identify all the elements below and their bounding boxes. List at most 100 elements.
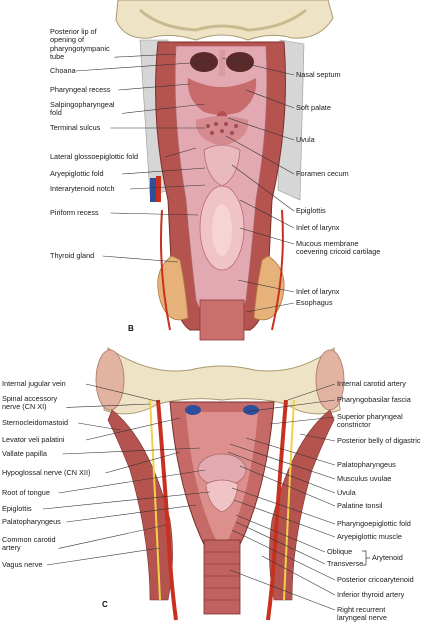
leader-line: [239, 227, 295, 245]
panel-b-label-left-6: Aryepiglottic fold: [50, 169, 104, 178]
panel-c-label-right-0: Internal carotid artery: [337, 379, 406, 388]
skull-base-bone: [115, 0, 334, 41]
panel-c-label-left-2: Sternocleidomastoid: [2, 418, 69, 427]
panel-c-label-left-3: Levator veli palatini: [2, 435, 65, 444]
leader-line: [243, 399, 336, 413]
leader-line: [62, 447, 201, 455]
leader-line: [122, 103, 206, 114]
leader-line: [239, 465, 336, 507]
skull-base-shadow: [138, 8, 307, 32]
leader-line: [287, 383, 336, 401]
leader-line: [42, 491, 211, 510]
leader-line: [114, 53, 177, 58]
esophagus-shape: [199, 299, 245, 341]
leader-line: [227, 117, 295, 141]
panel-c-label-right-9: Aryepiglottic muscle: [337, 532, 402, 541]
panel-b-label-left-9: Thyroid gland: [50, 251, 95, 260]
skull-base-bone-c: [103, 347, 341, 415]
panel-b-label-right-8: Esophagus: [296, 298, 333, 307]
leader-line: [75, 61, 206, 72]
panel-c-label-left-8: Palatopharyngeus: [2, 517, 61, 526]
panel-c-label-left-7: Epiglottis: [2, 504, 32, 513]
leader-line: [225, 135, 295, 175]
panel-c-label-right-6: Uvula: [337, 488, 356, 497]
panel-b-label-right-5: Inlet of larynx: [296, 223, 340, 232]
leader-line: [85, 417, 181, 441]
epiglottis-c: [205, 479, 239, 513]
leader-line: [78, 422, 121, 431]
leader-line: [66, 403, 151, 408]
leader-line: [299, 433, 336, 442]
leader-line: [235, 514, 326, 553]
leader-line: [261, 555, 336, 596]
leader-line: [269, 416, 336, 425]
leader-lines: [42, 53, 336, 611]
leader-line: [221, 57, 295, 76]
leader-line: [46, 547, 161, 566]
leader-line: [229, 443, 336, 480]
leader-line: [122, 167, 206, 175]
panel-c-label-left-6: Root of tongue: [2, 488, 50, 497]
leader-line: [165, 147, 197, 158]
panel-b-label-right-7: Inlet of larynx: [296, 287, 340, 296]
panel-c-label-right-13: Inferior thyroid artery: [337, 590, 405, 599]
arytenoid-bracket-label: Arytenoid: [372, 553, 403, 562]
leader-line: [227, 451, 336, 494]
leader-line: [245, 302, 295, 313]
panel-c-label-left-10: Vagus nerve: [2, 560, 43, 569]
leader-line: [239, 199, 295, 229]
leader-line: [129, 184, 206, 190]
panel-b-label-right-2: Uvula: [296, 135, 315, 144]
panel-c-label-right-5: Musculus uvulae: [337, 474, 392, 483]
panel-c-label-right-12: Posterior cricoarytenoid: [337, 575, 414, 584]
carotid-b: [156, 176, 161, 202]
leader-line: [231, 529, 336, 581]
panel-b-label-left-1: Choana: [50, 66, 76, 75]
leader-line: [58, 469, 206, 494]
jugular-vein-b: [150, 178, 156, 202]
leader-line: [235, 521, 326, 565]
panel-b-label-right-3: Foramen cecum: [296, 169, 349, 178]
leader-line: [118, 83, 191, 91]
panel-c-label-right-10: Oblique: [327, 547, 353, 556]
panel-b-label-left-5: Lateral glossoepiglottic fold: [50, 152, 139, 161]
panel-b-label-right-1: Soft palate: [296, 103, 331, 112]
panel-c-label-right-3: Posterior belly of digastric: [337, 436, 421, 445]
leader-line: [233, 499, 336, 538]
panel-b-illustration: [115, 0, 334, 341]
trachea-shape: [203, 539, 241, 615]
panel-c-label-right-1: Pharyngobasilar fascia: [337, 395, 411, 404]
leader-line: [231, 164, 295, 212]
panel-c-label-left-4: Vallate papilla: [2, 449, 47, 458]
leader-line: [102, 255, 179, 263]
panel-c-label-right-4: Palatopharyngeus: [337, 460, 396, 469]
leader-line: [105, 451, 181, 474]
leader-line: [58, 524, 167, 549]
arytenoid-bracket: [362, 550, 370, 566]
leader-line: [245, 437, 336, 466]
leader-line: [110, 212, 199, 216]
leader-line: [229, 569, 336, 611]
panel-c-label-right-7: Palatine tonsil: [337, 501, 383, 510]
panel-b-letter: B: [128, 324, 134, 333]
panel-c-label-right-11: Transverse: [327, 559, 364, 568]
epiglottis-shape: [203, 144, 241, 187]
leader-line: [245, 89, 295, 109]
panel-c-label-left-5: Hypoglossal nerve (CN XII): [2, 468, 91, 477]
soft-palate-shape: [187, 78, 257, 115]
panel-c-label-right-8: Pharyngoepiglottic fold: [337, 519, 411, 528]
panel-c-illustration: [95, 347, 345, 621]
panel-b-label-left-7: Interarytenoid notch: [50, 184, 115, 193]
leader-line: [66, 504, 197, 523]
panel-b-label-right-4: Epiglottis: [296, 206, 326, 215]
larynx-lumen: [212, 204, 232, 256]
panel-b-label-left-2: Pharyngeal recess: [50, 85, 111, 94]
